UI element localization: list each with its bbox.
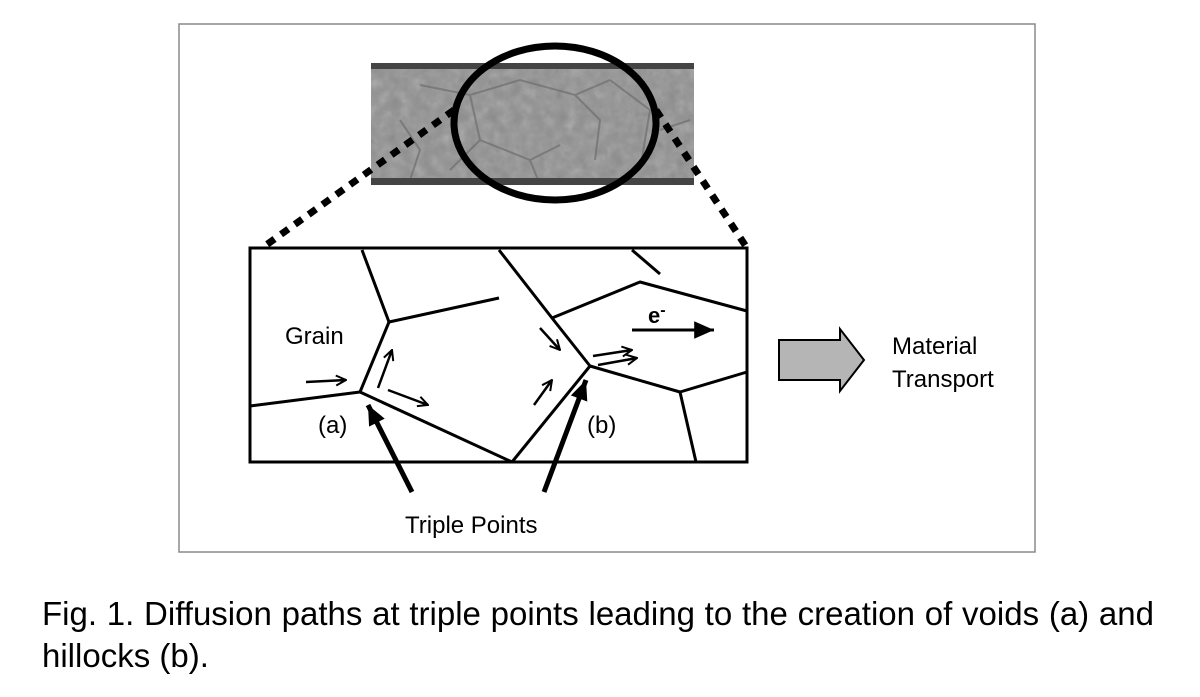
void-marker-label: (a)	[318, 412, 347, 439]
highlight-ellipse	[450, 42, 660, 204]
grain-boundaries	[249, 248, 748, 464]
hillock-marker-label: (b)	[587, 412, 616, 439]
electron-symbol: e	[648, 303, 660, 328]
figure-caption: Fig. 1. Diffusion paths at triple points…	[42, 595, 1154, 674]
electron-charge-superscript: -	[660, 302, 665, 319]
zoom-line-left	[259, 107, 457, 251]
triple-point-pointer-b	[541, 379, 589, 493]
material-transport-label-line1: Material	[892, 333, 977, 360]
triple-points-label: Triple Points	[405, 512, 538, 539]
figure-frame	[178, 23, 1036, 553]
material-transport-arrow	[778, 326, 866, 394]
grain-schematic-box	[248, 246, 749, 464]
material-transport-label-line2: Transport	[892, 366, 994, 393]
diffusion-arrows	[305, 327, 637, 405]
electron-label: e-	[648, 302, 666, 328]
grain-label: Grain	[285, 323, 344, 350]
micrograph-image	[371, 63, 694, 185]
zoom-line-right	[653, 108, 750, 250]
triple-point-pointer-a	[365, 403, 415, 494]
